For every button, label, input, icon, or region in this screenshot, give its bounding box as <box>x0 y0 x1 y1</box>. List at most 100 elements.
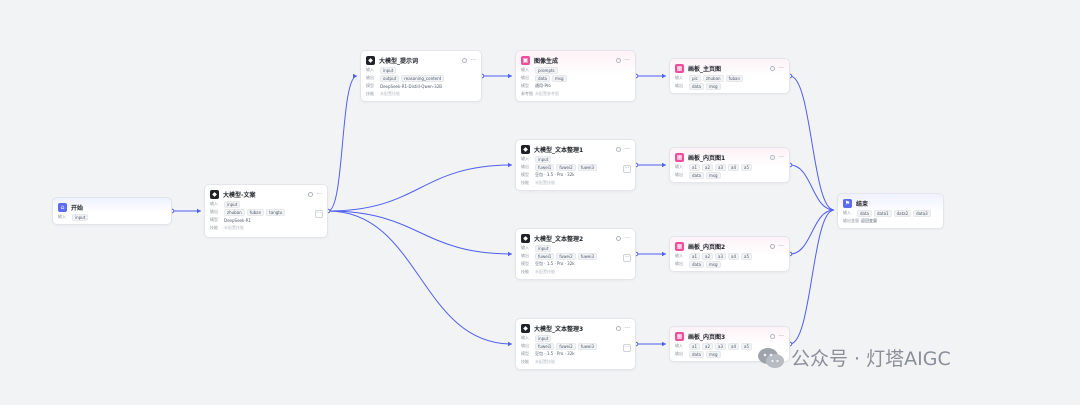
variable-tag: fuwei1 <box>535 252 555 260</box>
add-output-button[interactable]: ⋯ <box>623 165 631 173</box>
canvas-icon: ▦ <box>675 63 684 73</box>
more-icon[interactable]: ··· <box>778 242 784 250</box>
node-board-1[interactable]: ▦ 画板_内页图1 ··· 输入 a1 a2 a3 a4 a5 输出 data … <box>669 147 790 183</box>
model-name: 通用-Pro <box>535 83 551 88</box>
canvas-icon: ▦ <box>675 331 684 341</box>
node-title: 结束 <box>856 200 869 208</box>
variable-tag: fuwei2 <box>556 252 576 260</box>
edge-board2-end <box>789 209 835 255</box>
home-icon: ⌂ <box>58 202 67 212</box>
arrow-llm-prompt <box>353 73 357 79</box>
info-icon[interactable] <box>770 65 776 71</box>
add-output-button[interactable]: ⋯ <box>623 254 631 262</box>
node-row-skill: 技能 未配置技能 <box>521 180 555 185</box>
node-row-output: 输出 fuwei1 fuwei2 fuwei3 <box>521 163 630 171</box>
more-icon[interactable]: ··· <box>470 56 476 64</box>
node-title: 大模型_文本整理2 <box>534 235 584 243</box>
more-icon[interactable]: ··· <box>778 64 784 72</box>
variable-tag: fuwei1 <box>535 163 555 171</box>
variable-tag: a1 <box>689 163 700 171</box>
node-title: 画板_内页图2 <box>688 243 726 251</box>
node-llm-copy[interactable]: ◆ 大模型-文案 ··· 输入 input 输出 zhuban fuban ta… <box>204 184 328 238</box>
add-output-button[interactable]: ⋯ <box>315 210 323 218</box>
more-icon[interactable]: ··· <box>316 190 322 198</box>
info-icon[interactable] <box>616 325 622 331</box>
node-title: 开始 <box>71 204 84 212</box>
node-row-input: 输入 input <box>58 213 166 221</box>
model-name: 豆包 · 1.5 · Pro · 32k <box>535 172 575 177</box>
node-row-output: 输出 fuwei1 fuwei2 fuwei3 <box>521 252 630 260</box>
node-board-2[interactable]: ▦ 画板_内页图2 ··· 输入 a1 a2 a3 a4 a5 输出 data … <box>669 236 790 272</box>
llm-icon: ◆ <box>521 144 530 154</box>
more-icon[interactable]: ··· <box>624 234 630 242</box>
node-end[interactable]: ⚑ 结束 输入 data data1 data2 data3 输出变量 返回变量 <box>837 193 944 229</box>
info-icon[interactable] <box>616 235 622 241</box>
variable-tag: fuwei3 <box>577 252 598 260</box>
node-board-3[interactable]: ▦ 画板_内页图3 ··· 输入 a1 a2 a3 a4 a5 输出 data … <box>669 326 790 362</box>
node-row-model: 模型 DeepSeek-R1 <box>210 217 252 223</box>
node-header: ⌂ 开始 <box>58 201 166 213</box>
node-row-input: 输入 input <box>521 155 630 163</box>
variable-tag: data <box>857 209 873 217</box>
arrow-llm-copy <box>197 208 201 214</box>
node-title: 大模型_提示词 <box>379 57 419 65</box>
node-title: 大模型_文本整理3 <box>534 325 584 333</box>
image-icon: ▣ <box>521 55 530 65</box>
node-image-gen[interactable]: ▣ 图像生成 ··· 输入 prompts 输出 data msg 模型 通用-… <box>515 50 636 102</box>
variable-tag: a4 <box>728 342 739 350</box>
canvas-icon: ▦ <box>675 241 684 251</box>
flag-icon: ⚑ <box>843 198 852 208</box>
more-icon[interactable]: ··· <box>624 145 630 153</box>
info-icon[interactable] <box>770 154 776 160</box>
node-title: 画板_主页图 <box>688 65 722 73</box>
variable-tag: data2 <box>893 209 912 217</box>
info-icon[interactable] <box>616 57 622 63</box>
variable-tag: prompts <box>535 66 558 74</box>
model-name: DeepSeek-R1 <box>224 217 252 223</box>
info-icon[interactable] <box>770 333 776 339</box>
arrow-board2 <box>662 251 666 257</box>
node-header: ◆ 大模型-文案 ··· <box>210 188 322 200</box>
info-icon[interactable] <box>462 57 468 63</box>
info-icon[interactable] <box>770 243 776 249</box>
node-start[interactable]: ⌂ 开始 输入 input <box>52 197 172 225</box>
variable-tag: data <box>535 74 551 82</box>
variable-tag: a5 <box>741 342 752 350</box>
node-llm-prompt[interactable]: ◆ 大模型_提示词 ··· 输入 input 输出 output reasoni… <box>360 50 482 102</box>
add-output-button[interactable]: ⋯ <box>623 344 631 352</box>
variable-tag: data <box>689 171 705 179</box>
variable-tag: a3 <box>715 252 726 260</box>
node-row-skill: 技能 未配置技能 <box>521 269 555 274</box>
variable-tag: input <box>535 334 552 342</box>
node-row-model: 模型 DeepSeek-R1-Distill-Qwen-32B <box>366 83 442 89</box>
node-row-skill: 技能 未配置技能 <box>521 359 555 364</box>
node-row-input: 输入 a1 a2 a3 a4 a5 <box>675 163 784 171</box>
info-icon[interactable] <box>308 191 314 197</box>
node-title: 大模型_文本整理1 <box>534 146 584 154</box>
node-text-2[interactable]: ◆ 大模型_文本整理2 ··· 输入 input 输出 fuwei1 fuwei… <box>515 228 636 280</box>
node-board-main[interactable]: ▦ 画板_主页图 ··· 输入 pic zhuban fuban 输出 data… <box>669 58 790 94</box>
info-icon[interactable] <box>616 146 622 152</box>
node-row-output: 输出 data msg <box>521 74 630 82</box>
node-row-output: 输出 data msg <box>675 260 784 268</box>
more-icon[interactable]: ··· <box>624 324 630 332</box>
node-row-skill: 技能 未配置技能 <box>210 225 244 230</box>
arrow-text2 <box>508 251 512 257</box>
node-text-1[interactable]: ◆ 大模型_文本整理1 ··· 输入 input 输出 fuwei1 fuwei… <box>515 139 636 191</box>
variable-tag: data1 <box>874 209 892 217</box>
more-icon[interactable]: ··· <box>778 153 784 161</box>
variable-tag: a2 <box>702 163 713 171</box>
variable-tag: msg <box>706 260 721 268</box>
edge-board3-end <box>789 209 835 345</box>
watermark: 公众号 · 灯塔AIGC <box>757 344 951 371</box>
node-text-3[interactable]: ◆ 大模型_文本整理3 ··· 输入 input 输出 fuwei1 fuwei… <box>515 318 636 370</box>
more-icon[interactable]: ··· <box>624 56 630 64</box>
node-row-output: 输出 zhuban fuban tangtu <box>210 208 322 216</box>
more-icon[interactable]: ··· <box>778 332 784 340</box>
variable-tag: msg <box>552 74 567 82</box>
variable-tag: output <box>380 74 400 82</box>
node-header: ◆ 大模型_文本整理3 ··· <box>521 322 630 334</box>
node-header: ▦ 画板_内页图2 ··· <box>675 240 784 252</box>
variable-tag: data <box>689 260 705 268</box>
